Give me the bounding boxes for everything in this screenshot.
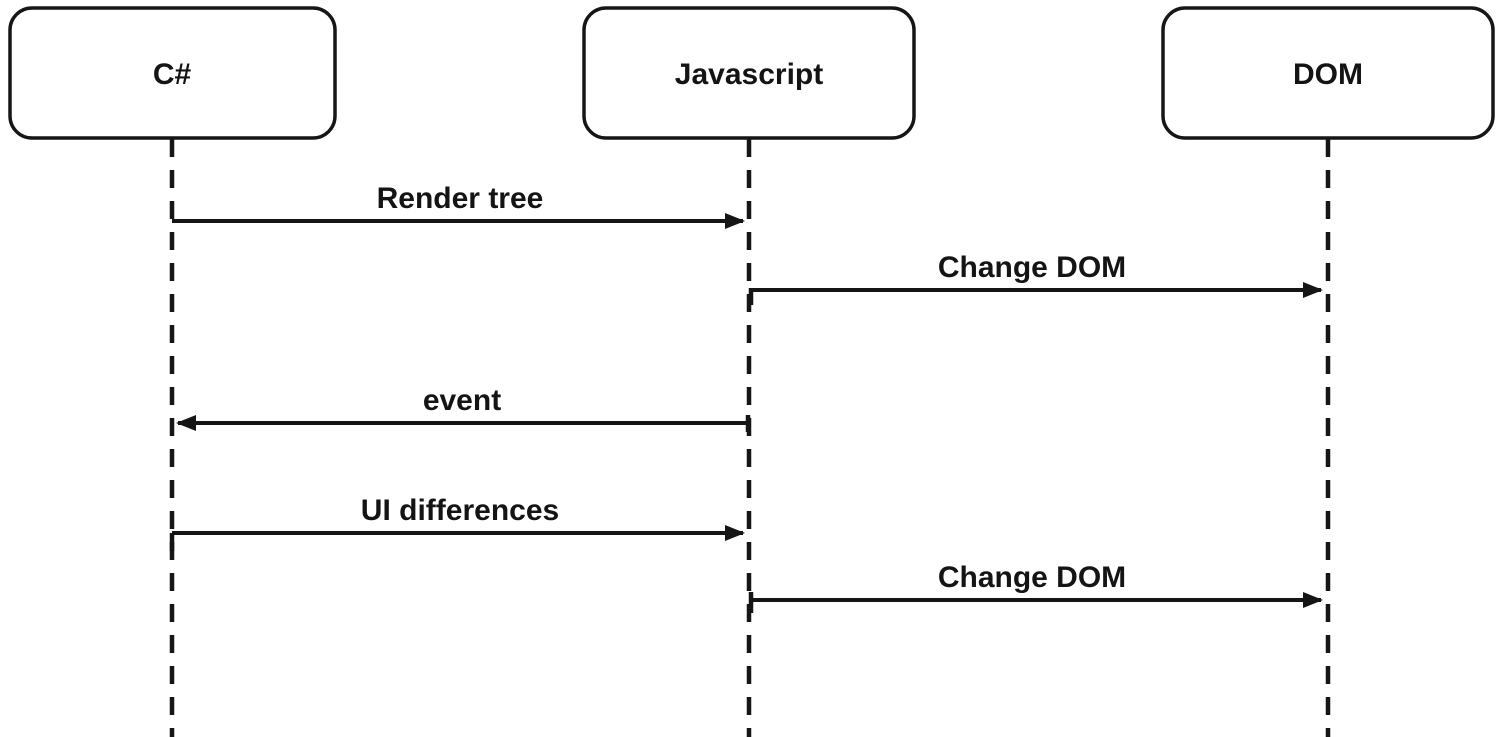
actor-label-csharp: C# — [153, 58, 192, 91]
actor-box-csharp — [8, 6, 337, 140]
actor-box-dom — [1161, 6, 1495, 140]
message-change-dom-1-label: Change DOM — [938, 251, 1126, 284]
message-ui-differences-label: UI differences — [361, 494, 559, 527]
message-change-dom-2-label: Change DOM — [938, 561, 1126, 594]
message-render-tree-label: Render tree — [377, 182, 544, 215]
actor-label-dom: DOM — [1293, 58, 1363, 91]
actor-label-javascript: Javascript — [675, 58, 823, 91]
message-event-label: event — [423, 384, 501, 417]
actor-box-javascript — [582, 6, 916, 140]
